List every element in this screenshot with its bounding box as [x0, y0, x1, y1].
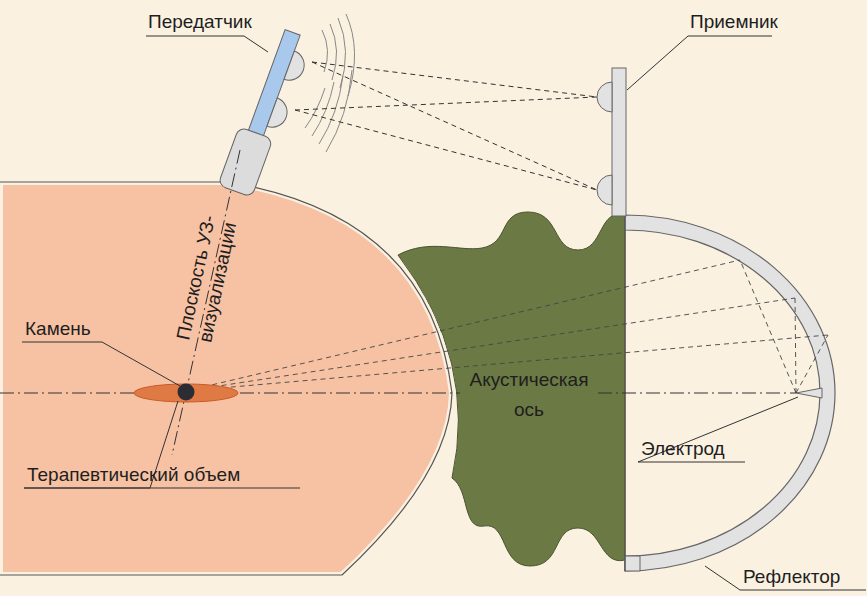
- signal-paths: [295, 62, 597, 190]
- leader-lines: [22, 36, 866, 590]
- patient-body: [0, 182, 452, 575]
- part-label: Камень: [25, 318, 91, 340]
- therapeutic-volume: [134, 384, 238, 402]
- axis-lines: [0, 150, 796, 455]
- receiver-sensor: [597, 175, 612, 205]
- stone: [178, 384, 195, 401]
- part-label: Передатчик: [148, 11, 252, 33]
- electrode: [796, 388, 822, 398]
- receiver: [612, 68, 626, 216]
- receiver-sensor: [597, 82, 612, 112]
- transmitter: [218, 26, 314, 199]
- part-label: Рефлектор: [743, 566, 840, 588]
- part-label: Терапевтический объем: [27, 464, 240, 486]
- body-outline: [0, 182, 452, 575]
- part-label: Приемник: [690, 11, 778, 33]
- axis-label: Акустическая ось: [464, 365, 594, 425]
- sound-waves: [305, 14, 355, 152]
- reflector-flange: [625, 556, 640, 571]
- part-label: Электрод: [641, 438, 725, 460]
